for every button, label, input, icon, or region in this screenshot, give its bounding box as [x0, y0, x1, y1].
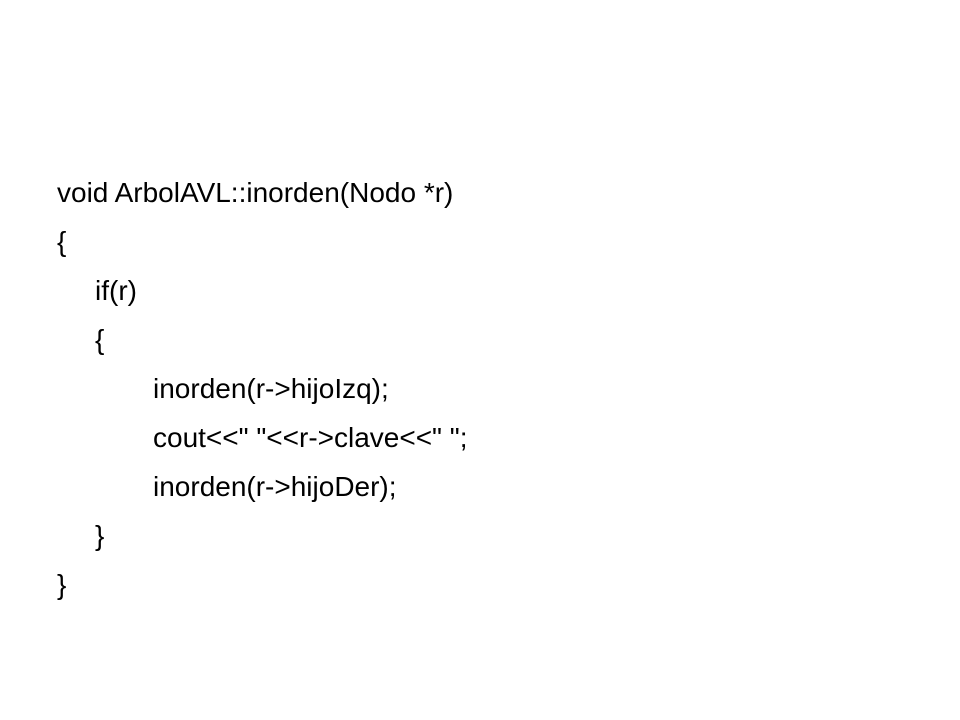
code-line-function-close-brace: } — [57, 569, 67, 600]
code-line-print-key: cout<<" "<<r->clave<<" "; — [153, 422, 468, 453]
code-line-if-open-brace: { — [95, 324, 105, 355]
code-line-signature: void ArbolAVL::inorden(Nodo *r) — [57, 177, 454, 208]
code-block: void ArbolAVL::inorden(Nodo *r) { if(r) … — [57, 168, 937, 609]
code-line-recurse-left: inorden(r->hijoIzq); — [153, 373, 389, 404]
code-line-recurse-right: inorden(r->hijoDer); — [153, 471, 397, 502]
code-line-function-open-brace: { — [57, 226, 67, 257]
code-line-if-close-brace: } — [95, 520, 105, 551]
code-line-if-condition: if(r) — [95, 275, 137, 306]
